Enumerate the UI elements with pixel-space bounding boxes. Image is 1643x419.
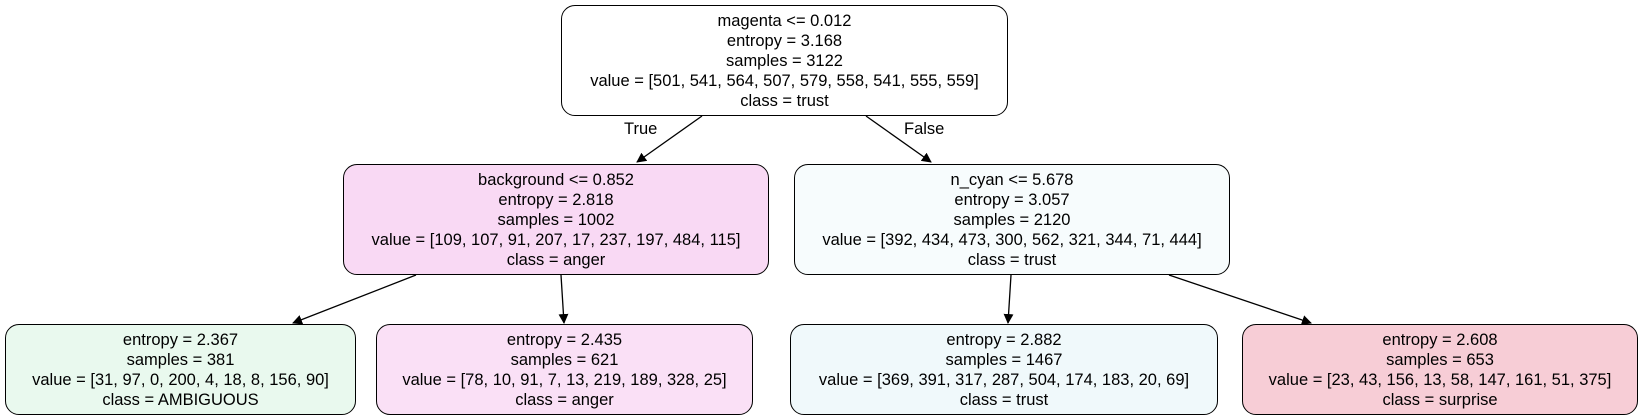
class-text: class = AMBIGUOUS xyxy=(102,390,259,409)
value-text: value = [392, 434, 473, 300, 562, 321, 3… xyxy=(822,230,1202,249)
value-text: value = [78, 10, 91, 7, 13, 219, 189, 32… xyxy=(402,370,727,389)
edge-label-false: False xyxy=(904,120,945,138)
left-split-node: background <= 0.852 entropy = 2.818 samp… xyxy=(343,164,769,275)
class-text: class = trust xyxy=(967,250,1057,269)
samples-text: samples = 653 xyxy=(1386,350,1494,369)
class-text: class = anger xyxy=(506,250,606,269)
edge-right-leaf3 xyxy=(1003,274,1014,324)
class-text: class = trust xyxy=(740,91,829,110)
root-node: magenta <= 0.012 entropy = 3.168 samples… xyxy=(561,5,1008,116)
split-condition: magenta <= 0.012 xyxy=(717,11,852,30)
samples-text: samples = 3122 xyxy=(726,51,843,70)
edge-left-leaf1 xyxy=(292,274,417,325)
leaf-node-3: entropy = 2.882 samples = 1467 value = [… xyxy=(790,324,1218,415)
entropy-text: entropy = 2.435 xyxy=(506,330,623,349)
leaf-node-2: entropy = 2.435 samples = 621 value = [7… xyxy=(376,324,753,415)
edge-root-left xyxy=(636,115,703,163)
leaf-node-1: entropy = 2.367 samples = 381 value = [3… xyxy=(5,324,356,415)
value-text: value = [109, 107, 91, 207, 17, 237, 197… xyxy=(371,230,741,249)
edge-right-leaf4 xyxy=(1168,274,1312,325)
value-text: value = [23, 43, 156, 13, 58, 147, 161, … xyxy=(1268,370,1612,389)
class-text: class = surprise xyxy=(1382,390,1498,409)
entropy-text: entropy = 2.818 xyxy=(498,190,614,209)
right-split-node: n_cyan <= 5.678 entropy = 3.057 samples … xyxy=(794,164,1230,275)
value-text: value = [31, 97, 0, 200, 4, 18, 8, 156, … xyxy=(32,370,329,389)
samples-text: samples = 2120 xyxy=(953,210,1071,229)
class-text: class = trust xyxy=(959,390,1049,409)
split-condition: n_cyan <= 5.678 xyxy=(950,170,1074,189)
value-text: value = [501, 541, 564, 507, 579, 558, 5… xyxy=(590,71,979,90)
entropy-text: entropy = 2.608 xyxy=(1382,330,1498,349)
entropy-text: entropy = 3.168 xyxy=(726,31,843,50)
samples-text: samples = 1467 xyxy=(945,350,1063,369)
samples-text: samples = 1002 xyxy=(497,210,615,229)
entropy-text: entropy = 3.057 xyxy=(954,190,1070,209)
entropy-text: entropy = 2.882 xyxy=(946,330,1062,349)
samples-text: samples = 381 xyxy=(126,350,235,369)
value-text: value = [369, 391, 317, 287, 504, 174, 1… xyxy=(818,370,1190,389)
edge-root-right xyxy=(865,115,932,163)
split-condition: background <= 0.852 xyxy=(478,170,634,189)
class-text: class = anger xyxy=(515,390,614,409)
edge-left-leaf2 xyxy=(558,274,569,324)
leaf-node-4: entropy = 2.608 samples = 653 value = [2… xyxy=(1242,324,1638,415)
entropy-text: entropy = 2.367 xyxy=(122,330,239,349)
edge-label-true: True xyxy=(624,120,658,138)
samples-text: samples = 621 xyxy=(510,350,619,369)
